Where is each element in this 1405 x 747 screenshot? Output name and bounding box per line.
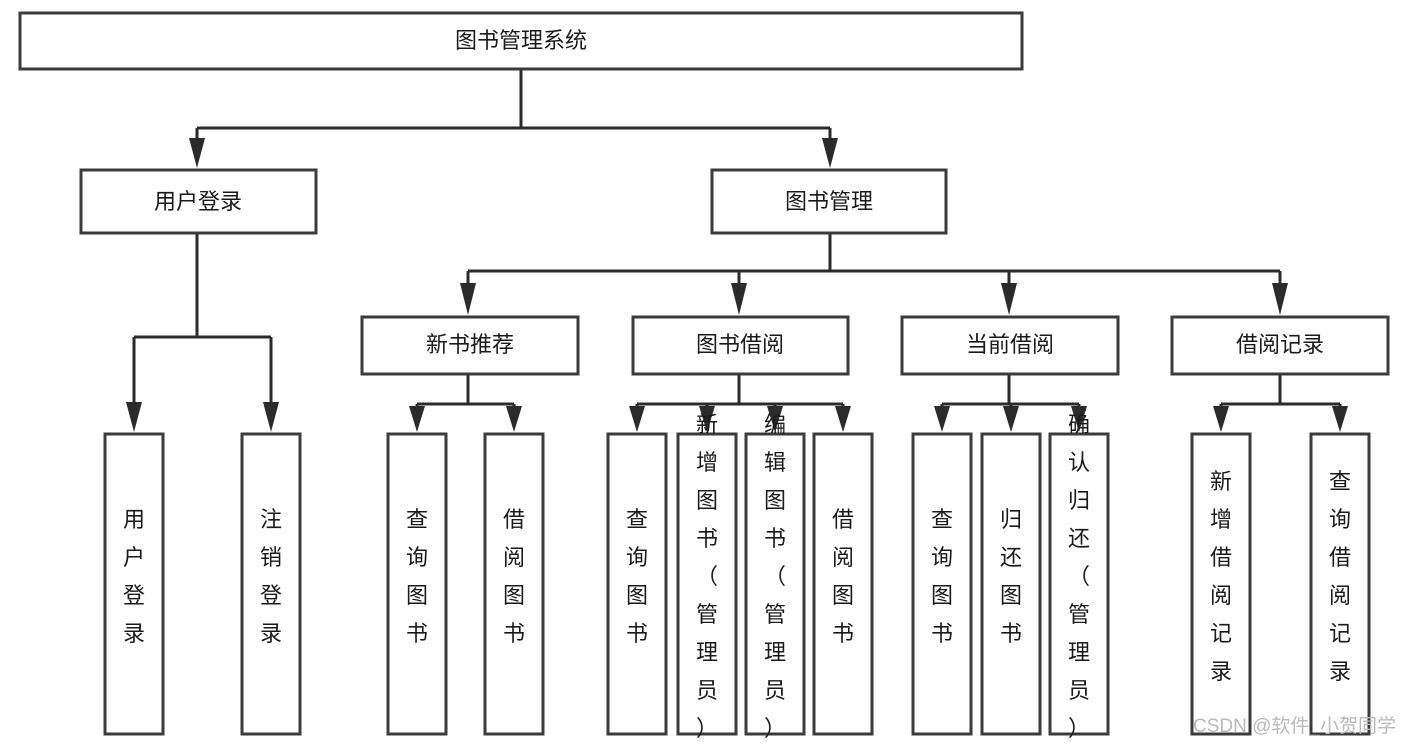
node-leaf-query-book-2[interactable]: 查询图书 — [606, 432, 668, 736]
arrow-head-current-borrow — [1001, 283, 1017, 315]
node-current-borrow-box[interactable] — [900, 315, 1120, 376]
node-book-manage-label: 图书管理 — [785, 189, 873, 214]
node-leaf-return-book-label: 归还图书 — [1000, 507, 1022, 646]
node-leaf-add-book[interactable]: 新增图书（管理员） — [676, 412, 738, 741]
node-leaf-confirm-return-box[interactable] — [1048, 432, 1110, 736]
arrow-head-leaf-confirm-return — [1071, 406, 1087, 432]
node-leaf-query-book-2-label: 查询图书 — [626, 507, 648, 646]
node-leaf-query-book-3-box[interactable] — [911, 432, 973, 736]
node-book-borrow[interactable]: 图书借阅 — [631, 315, 850, 376]
node-leaf-add-book-box[interactable] — [676, 432, 738, 736]
node-leaf-confirm-return[interactable]: 确认归还（管理员） — [1048, 412, 1110, 741]
node-leaf-user-login[interactable]: 用户登录 — [103, 432, 165, 736]
arrow-head-leaf-edit-book — [767, 406, 783, 432]
watermark-label: CSDN @软件_小贺同学 — [1193, 715, 1396, 737]
node-current-borrow-label: 当前借阅 — [966, 332, 1054, 357]
arrow-head-leaf-query-book-1 — [409, 406, 425, 432]
node-leaf-query-book-1-label: 查询图书 — [406, 507, 428, 646]
node-book-borrow-label: 图书借阅 — [696, 332, 784, 357]
node-leaf-logout-box[interactable] — [240, 432, 302, 736]
node-leaf-return-book-box[interactable] — [980, 432, 1042, 736]
arrow-head-leaf-return-book — [1003, 406, 1019, 432]
node-leaf-borrow-book-2[interactable]: 借阅图书 — [812, 432, 874, 736]
node-leaf-edit-book-box[interactable] — [744, 432, 806, 736]
node-leaf-borrow-book-2-label: 借阅图书 — [832, 507, 854, 646]
node-root-label: 图书管理系统 — [455, 28, 587, 53]
node-leaf-borrow-book-1-box[interactable] — [483, 432, 545, 736]
node-leaf-add-record-label: 新增借阅记录 — [1210, 469, 1232, 684]
node-leaf-borrow-book-2-box[interactable] — [812, 432, 874, 736]
node-leaf-borrow-book-1-label: 借阅图书 — [503, 507, 525, 646]
node-new-book-rec[interactable]: 新书推荐 — [360, 315, 580, 376]
node-leaf-logout-label: 注销登录 — [260, 507, 282, 646]
node-leaf-confirm-return-label: 确认归还（管理员） — [1068, 412, 1090, 741]
node-user-login-label: 用户登录 — [154, 189, 242, 214]
connector-group — [126, 69, 1348, 432]
node-leaf-query-record[interactable]: 查询借阅记录 — [1309, 432, 1371, 736]
node-leaf-edit-book[interactable]: 编辑图书（管理员） — [744, 412, 806, 741]
node-user-login-box[interactable] — [79, 168, 318, 235]
arrow-head-leaf-borrow-book-1 — [506, 406, 522, 432]
node-leaf-query-book-1-box[interactable] — [386, 432, 448, 736]
node-book-manage[interactable]: 图书管理 — [710, 168, 948, 235]
arrow-head-leaf-logout — [263, 402, 279, 432]
arrow-head-leaf-borrow-book-2 — [835, 406, 851, 432]
node-leaf-query-book-3-label: 查询图书 — [931, 507, 953, 646]
node-new-book-rec-box[interactable] — [360, 315, 580, 376]
node-leaf-user-login-box[interactable] — [103, 432, 165, 736]
node-borrow-record-box[interactable] — [1170, 315, 1390, 376]
node-leaf-query-record-box[interactable] — [1309, 432, 1371, 736]
node-leaf-borrow-book-1[interactable]: 借阅图书 — [483, 432, 545, 736]
arrow-head-leaf-query-book-2 — [629, 406, 645, 432]
node-root[interactable]: 图书管理系统 — [18, 11, 1024, 71]
node-leaf-user-login-label: 用户登录 — [123, 507, 145, 646]
node-borrow-record[interactable]: 借阅记录 — [1170, 315, 1390, 376]
node-book-manage-box[interactable] — [710, 168, 948, 235]
node-leaf-logout[interactable]: 注销登录 — [240, 432, 302, 736]
node-book-borrow-box[interactable] — [631, 315, 850, 376]
node-leaf-return-book[interactable]: 归还图书 — [980, 432, 1042, 736]
node-leaf-query-book-2-box[interactable] — [606, 432, 668, 736]
node-leaf-add-book-label: 新增图书（管理员） — [696, 412, 718, 741]
node-new-book-rec-label: 新书推荐 — [426, 332, 514, 357]
node-leaf-add-record-box[interactable] — [1190, 432, 1252, 736]
arrow-head-book-borrow — [731, 283, 747, 315]
node-leaf-add-record[interactable]: 新增借阅记录 — [1190, 432, 1252, 736]
arrow-head-book-manage — [822, 138, 838, 168]
arrow-head-leaf-user-login — [126, 402, 142, 432]
arrow-head-borrow-record — [1272, 283, 1288, 315]
node-leaf-query-book-1[interactable]: 查询图书 — [386, 432, 448, 736]
arrow-head-new-book-rec — [460, 283, 476, 315]
node-borrow-record-label: 借阅记录 — [1236, 332, 1324, 357]
node-leaf-query-book-3[interactable]: 查询图书 — [911, 432, 973, 736]
node-current-borrow[interactable]: 当前借阅 — [900, 315, 1120, 376]
arrow-head-leaf-query-book-3 — [934, 406, 950, 432]
node-user-login[interactable]: 用户登录 — [79, 168, 318, 235]
arrow-head-leaf-add-record — [1213, 406, 1229, 432]
arrow-head-user-login — [189, 138, 205, 168]
node-root-box[interactable] — [18, 11, 1024, 71]
arrow-head-leaf-add-book — [699, 406, 715, 432]
arrow-head-leaf-query-record — [1332, 406, 1348, 432]
node-leaf-query-record-label: 查询借阅记录 — [1329, 469, 1351, 684]
node-leaf-edit-book-label: 编辑图书（管理员） — [764, 412, 786, 741]
